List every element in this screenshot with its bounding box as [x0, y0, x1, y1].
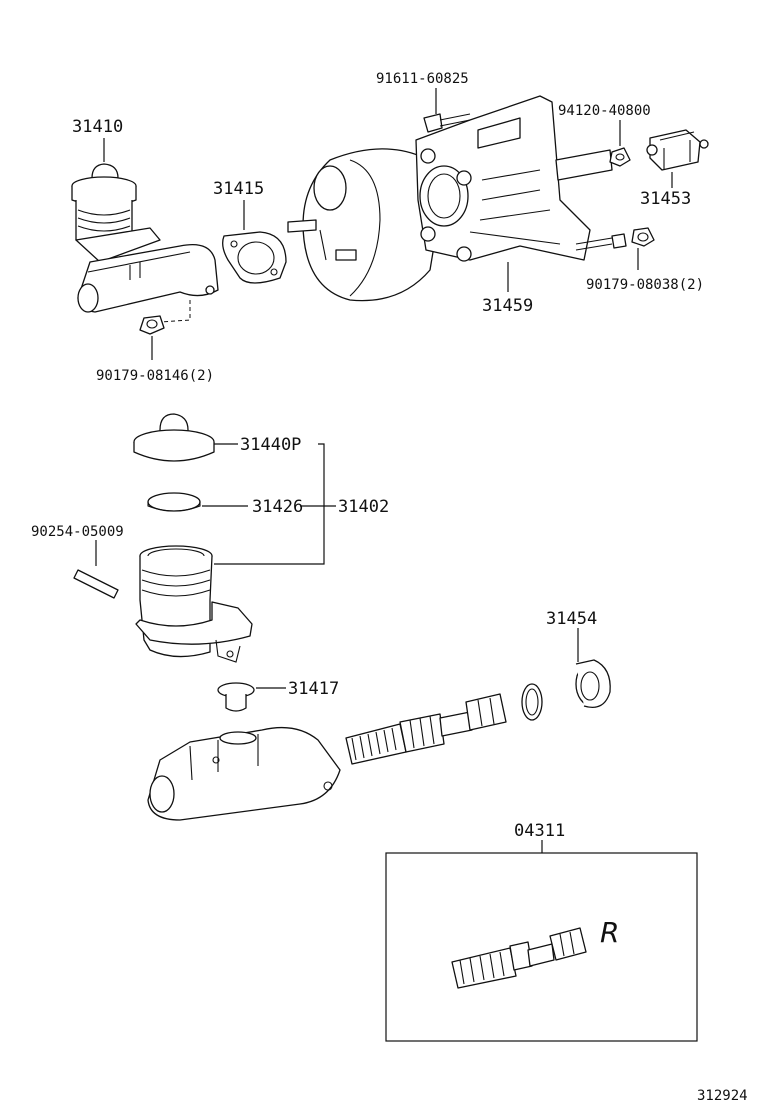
diaphragm-31426: [147, 492, 201, 512]
piston-spring: [345, 693, 507, 765]
label-31417: 31417: [288, 679, 339, 699]
boot-31454: [575, 659, 611, 709]
label-04311: 04311: [514, 821, 565, 841]
pin-90254-05009: [73, 569, 119, 599]
bracket-31459: [415, 95, 613, 262]
reservoir-cap-31440P: [133, 413, 215, 462]
bolt-91611-60825: [423, 113, 471, 133]
gasket-31415: [222, 231, 287, 284]
label-31410: 31410: [72, 117, 123, 137]
booster-body: [287, 148, 441, 302]
master-cylinder-assembly: [71, 163, 219, 323]
label-90179-08038: 90179-08038(2): [586, 277, 704, 293]
nut-94120-40800: [609, 147, 631, 167]
label-90254-05009: 90254-05009: [31, 524, 124, 540]
label-94120-40800: 94120-40800: [558, 103, 651, 119]
handwritten-mark: R: [600, 916, 619, 949]
label-31415: 31415: [213, 179, 264, 199]
label-90179-08146: 90179-08146(2): [96, 368, 214, 384]
label-91611-60825: 91611-60825: [376, 71, 469, 87]
bracket-31453: [646, 129, 709, 171]
reservoir-31402: [135, 545, 253, 663]
label-31440P: 31440P: [240, 435, 301, 455]
label-31426: 31426: [252, 497, 303, 517]
grommet-31417: [217, 682, 255, 712]
catalog-number: 312924: [697, 1088, 748, 1104]
label-31459: 31459: [482, 296, 533, 316]
kit-box: [385, 852, 698, 1042]
snap-ring: [521, 683, 543, 721]
cylinder-body: [147, 726, 341, 821]
label-31402: 31402: [338, 497, 389, 517]
nut-90179-08146: [139, 315, 165, 335]
bolt-90179-08038: [575, 227, 655, 251]
kit-piston-assembly: [451, 927, 587, 989]
label-31453: 31453: [640, 189, 691, 209]
label-31454: 31454: [546, 609, 597, 629]
